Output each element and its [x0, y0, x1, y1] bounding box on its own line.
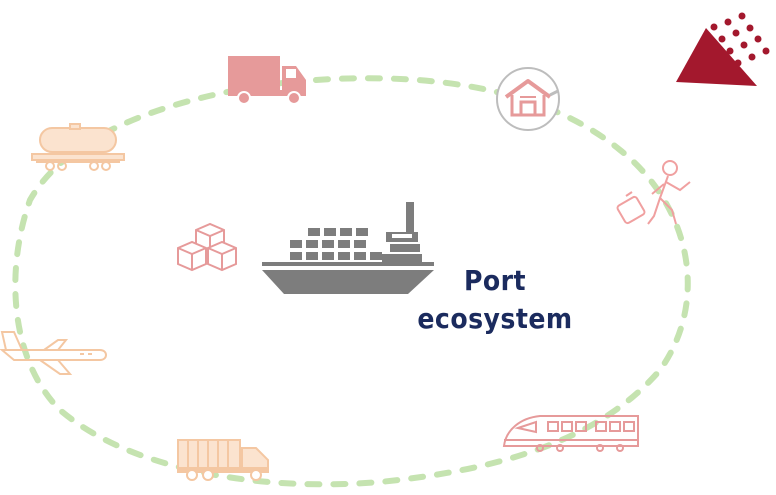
airplane-icon	[0, 331, 107, 375]
cargo-truck-icon	[177, 439, 269, 481]
ecosystem-loop	[12, 75, 691, 488]
title-line-port: Port	[463, 264, 527, 297]
tank-rail-car-icon	[31, 123, 125, 171]
traveler-luggage-icon	[616, 160, 691, 225]
delivery-truck-icon	[228, 56, 306, 105]
container-ship-icon	[262, 202, 434, 294]
high-speed-train-icon	[502, 415, 639, 452]
cargo-boxes-icon	[177, 222, 237, 272]
title-line-ecosystem: ecosystem	[417, 302, 573, 335]
diagram-title: Port ecosystem	[405, 262, 585, 338]
brand-logo-icon	[676, 12, 770, 86]
warehouse-house-icon	[496, 67, 560, 131]
